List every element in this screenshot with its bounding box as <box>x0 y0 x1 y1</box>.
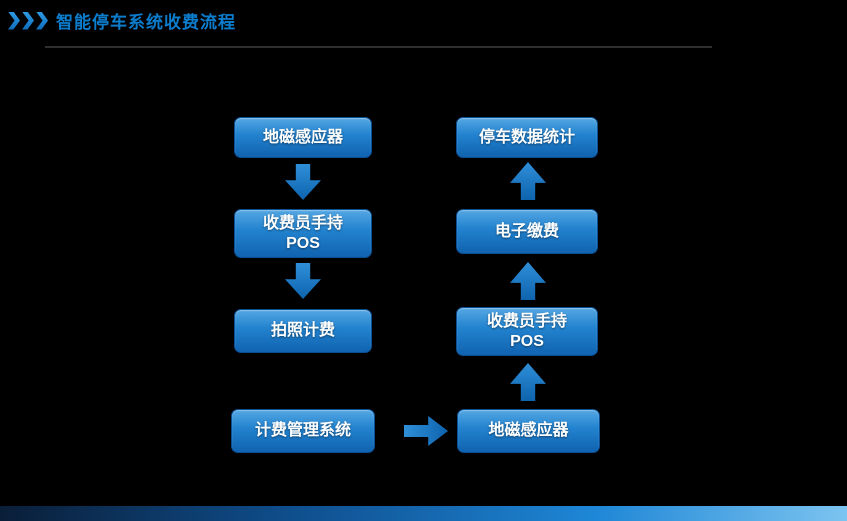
chevron-right-icon <box>22 11 34 30</box>
flow-node-billing-management-system: 计费管理系统 <box>231 409 375 453</box>
up-arrow-icon <box>510 162 546 200</box>
flow-node-photo-billing: 拍照计费 <box>234 309 372 353</box>
up-arrow-icon <box>510 262 546 300</box>
flow-node-electronic-payment: 电子缴费 <box>456 209 598 254</box>
flow-node-pos-left: 收费员手持 POS <box>234 209 372 258</box>
flow-node-parking-data-statistics: 停车数据统计 <box>456 117 598 158</box>
flow-node-geomagnetic-sensor-right: 地磁感应器 <box>457 409 600 453</box>
slide-header: 智能停车系统收费流程 <box>8 8 236 33</box>
down-arrow-icon <box>285 263 321 299</box>
flow-node-pos-right: 收费员手持 POS <box>456 307 598 356</box>
chevron-right-icon <box>36 11 48 30</box>
right-arrow-icon <box>404 416 448 446</box>
up-arrow-icon <box>510 363 546 401</box>
bottom-accent-bar <box>0 506 847 521</box>
chevron-right-icon <box>8 11 20 30</box>
page-title: 智能停车系统收费流程 <box>56 13 236 32</box>
down-arrow-icon <box>285 164 321 200</box>
triple-chevron-right-icon <box>8 11 48 30</box>
title-divider <box>45 46 712 48</box>
flow-node-geomagnetic-sensor-left: 地磁感应器 <box>234 117 372 158</box>
